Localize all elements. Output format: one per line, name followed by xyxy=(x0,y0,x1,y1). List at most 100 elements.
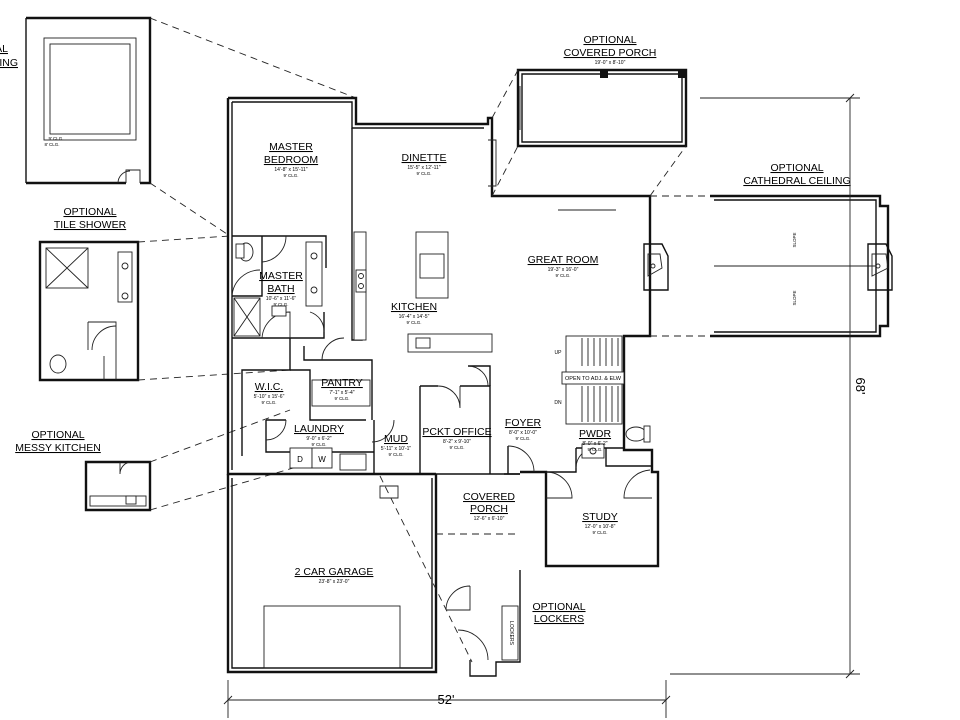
inset-clg-9: 9' CLG. xyxy=(48,136,63,141)
wic-label: W.I.C. xyxy=(255,381,284,393)
laundry-dim: 9'-0" x 6'-2" xyxy=(306,436,331,442)
master-bath-label-2: BATH xyxy=(267,283,294,295)
master-bedroom-label-2: BEDROOM xyxy=(264,154,318,166)
foyer-clg: 9' CLG. xyxy=(515,436,530,441)
covered-porch-label-1: COVERED xyxy=(463,491,515,503)
fireplace xyxy=(643,243,669,291)
optional-tile-shower-inset xyxy=(38,240,140,382)
master-bath-dim: 10'-6" x 11'-6" xyxy=(266,296,297,302)
room-pckt-office: PCKT OFFICE 8'-2" x 9'-10" 9' CLG. xyxy=(422,426,491,450)
slope-label-bottom: SLOPE xyxy=(792,290,797,305)
optional-messy-kitchen-inset xyxy=(84,460,152,512)
room-pwdr: PWDR 8'-0" x 6'-2" 9' CLG. xyxy=(579,428,611,452)
foyer-dim: 8'-0" x 10'-0" xyxy=(509,430,537,436)
optional-lockers-label-1: OPTIONAL xyxy=(532,601,585,613)
powder-fixtures xyxy=(581,425,651,459)
optional-ceiling-label-2: ING xyxy=(0,57,18,69)
room-laundry: LAUNDRY 9'-0" x 6'-2" 9' CLG. xyxy=(294,423,344,447)
slope-label-top: SLOPE xyxy=(792,232,797,247)
master-bedroom-dim: 14'-8" x 15'-11" xyxy=(274,167,307,173)
wic-dim: 5'-10" x 15'-6" xyxy=(254,394,285,400)
master-bedroom-label-1: MASTER xyxy=(269,141,313,153)
washer-label: W xyxy=(318,455,326,464)
house-exterior-walls xyxy=(226,96,660,674)
master-bath-label-1: MASTER xyxy=(259,270,303,282)
laundry-clg: 9' CLG. xyxy=(311,442,326,447)
dinette-clg: 9' CLG. xyxy=(416,171,431,176)
room-garage: 2 CAR GARAGE 23'-8" x 23'-0" xyxy=(295,566,374,585)
optional-messy-kitchen-label-1: OPTIONAL xyxy=(31,429,84,441)
study-clg: 9' CLG. xyxy=(592,530,607,535)
stair-up-label: UP xyxy=(555,350,563,356)
garage-dim: 23'-8" x 23'-0" xyxy=(319,579,350,585)
great-room-clg: 9' CLG. xyxy=(555,273,570,278)
pantry-dim: 7'-1" x 5'-4" xyxy=(329,390,354,396)
pckt-office-dim: 8'-2" x 9'-10" xyxy=(443,439,471,445)
laundry-fixtures: D W xyxy=(289,447,333,469)
room-mud: MUD 5'-11" x 10'-1" 9' CLG. xyxy=(381,433,412,457)
room-study: STUDY 12'-0" x 10'-8" 9' CLG. xyxy=(582,511,618,535)
room-dinette: DINETTE 15'-5" x 12'-11" 9' CLG. xyxy=(402,152,447,176)
mud-dim: 5'-11" x 10'-1" xyxy=(381,446,412,452)
master-bedroom-clg: 9' CLG. xyxy=(283,173,298,178)
kitchen-label: KITCHEN xyxy=(391,301,437,313)
room-foyer: FOYER 8'-0" x 10'-0" 9' CLG. xyxy=(505,417,542,441)
wic-clg: 9' CLG. xyxy=(261,400,276,405)
door-swings xyxy=(231,235,652,499)
room-pantry: PANTRY 7'-1" x 5'-4" 9' CLG. xyxy=(321,377,363,401)
optional-covered-porch-label-1: OPTIONAL xyxy=(583,34,636,46)
kitchen-fixtures xyxy=(311,231,493,471)
stair-dn-label: DN xyxy=(554,400,562,406)
covered-porch-dim: 12'-6" x 6'-10" xyxy=(474,516,505,522)
room-master-bedroom: MASTER BEDROOM 14'-8" x 15'-11" 9' CLG. xyxy=(264,141,318,178)
stair-open-label: OPEN TO ADJ. & ELW xyxy=(565,376,622,382)
optional-tile-shower-label-2: TILE SHOWER xyxy=(54,219,127,231)
depth-dimension: 68' xyxy=(853,378,868,395)
optional-lockers-label-2: LOCKERS xyxy=(534,613,584,625)
optional-cathedral-label-1: OPTIONAL xyxy=(770,162,823,174)
overall-dimensions xyxy=(223,93,860,718)
optional-ceiling-label-1: AL xyxy=(0,43,8,55)
dinette-dim: 15'-5" x 12'-11" xyxy=(407,165,440,171)
garage-label: 2 CAR GARAGE xyxy=(295,566,374,578)
optional-tile-shower-label-1: OPTIONAL xyxy=(63,206,116,218)
lockers-inline-label: LOCKERS xyxy=(508,621,514,646)
mud-label: MUD xyxy=(384,433,408,445)
study-label: STUDY xyxy=(582,511,618,523)
optional-covered-porch-label-2: COVERED PORCH xyxy=(564,47,657,59)
room-great-room: GREAT ROOM 19'-3" x 16'-0" 9' CLG. xyxy=(528,254,599,278)
laundry-label: LAUNDRY xyxy=(294,423,344,435)
width-dimension: 52' xyxy=(438,692,455,707)
optional-covered-porch xyxy=(516,68,688,148)
room-wic: W.I.C. 5'-10" x 15'-6" 9' CLG. xyxy=(254,381,285,405)
pckt-office-clg: 9' CLG. xyxy=(449,445,464,450)
optional-cathedral-label-2: CATHEDRAL CEILING xyxy=(743,175,850,187)
stair: OPEN TO ADJ. & ELW UP DN xyxy=(554,335,625,425)
room-kitchen: KITCHEN 16'-4" x 14'-5" 9' CLG. xyxy=(391,301,437,325)
study-dim: 12'-0" x 10'-8" xyxy=(585,524,616,530)
optional-covered-porch-dim: 19'-0" x 8'-10" xyxy=(595,60,626,66)
optional-messy-kitchen-label-2: MESSY KITCHEN xyxy=(15,442,101,454)
master-bath-clg: 9' CLG. xyxy=(273,302,288,307)
optional-cathedral-ceiling: SLOPE SLOPE xyxy=(710,194,893,338)
kitchen-clg: 9' CLG. xyxy=(406,320,421,325)
inset-clg-8: 8' CLG. xyxy=(44,142,59,147)
great-room-label: GREAT ROOM xyxy=(528,254,599,266)
dryer-label: D xyxy=(297,455,303,464)
room-master-bath: MASTER BATH 10'-6" x 11'-6" 9' CLG. xyxy=(259,270,303,307)
kitchen-dim: 16'-4" x 14'-5" xyxy=(399,314,430,320)
pwdr-dim: 8'-0" x 6'-2" xyxy=(582,441,607,447)
pantry-label: PANTRY xyxy=(321,377,363,389)
optional-lockers: LOCKERS xyxy=(445,570,521,677)
pwdr-clg: 9' CLG. xyxy=(587,447,602,452)
pckt-office-label: PCKT OFFICE xyxy=(422,426,491,438)
dinette-label: DINETTE xyxy=(402,152,447,164)
pantry-clg: 9' CLG. xyxy=(334,396,349,401)
great-room-dim: 19'-3" x 16'-0" xyxy=(548,267,579,273)
pwdr-label: PWDR xyxy=(579,428,611,440)
master-bath-fixtures xyxy=(233,241,323,337)
optional-ceiling-inset: 9' CLG. 8' CLG. xyxy=(25,16,152,185)
covered-porch-label-2: PORCH xyxy=(470,503,508,515)
foyer-label: FOYER xyxy=(505,417,542,429)
